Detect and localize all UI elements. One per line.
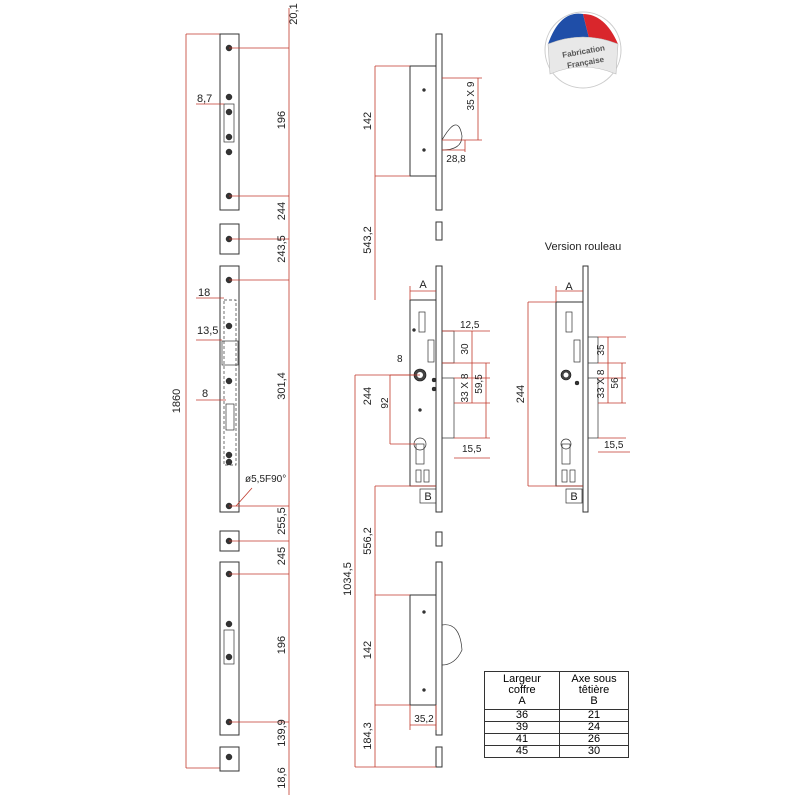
dim-92: 92 — [380, 397, 391, 409]
dim-196-bottom: 196 — [276, 636, 288, 654]
left-strike-plates: 1860 — [171, 3, 300, 795]
dim-244: 244 — [276, 202, 288, 220]
header-b-line2: têtière — [578, 684, 610, 696]
dim-301-4: 301,4 — [276, 372, 288, 400]
rouleau-dim-56: 56 — [610, 377, 621, 389]
rouleau-dim-244: 244 — [515, 385, 527, 403]
table-row: 45 30 — [484, 745, 629, 758]
cell-b: 24 — [559, 721, 629, 734]
table-row: 41 26 — [484, 733, 629, 746]
dim-139-9: 139,9 — [276, 719, 288, 747]
version-rouleau-drawing: Version rouleau A B 35 244 33 X 8 — [515, 241, 630, 513]
cell-b: 26 — [559, 733, 629, 746]
header-a-line3: A — [518, 695, 526, 707]
dim-18-6: 18,6 — [276, 767, 288, 788]
cell-b: 21 — [559, 709, 629, 722]
cell-a: 36 — [484, 709, 560, 722]
header-a-line1: Largeur — [503, 673, 541, 685]
dim-1034-5: 1034,5 — [342, 562, 354, 596]
rouleau-label-a: A — [565, 281, 573, 293]
dim-244-mid: 244 — [362, 387, 374, 405]
dim-overall: 1860 — [171, 389, 183, 413]
callout-8: 8 — [202, 388, 208, 400]
dim-543-2: 543,2 — [362, 226, 374, 254]
dim-184-3: 184,3 — [362, 722, 374, 750]
rouleau-dim-15-5: 15,5 — [604, 440, 624, 451]
rouleau-dim-35: 35 — [596, 344, 607, 356]
dim-12-5: 12,5 — [460, 320, 480, 331]
dim-35x9: 35 X 9 — [466, 81, 477, 110]
callout-18: 18 — [198, 287, 210, 299]
callout-8-7: 8,7 — [197, 93, 212, 105]
label-a: A — [419, 279, 427, 291]
dim-142-top: 142 — [362, 112, 374, 130]
header-largeur-coffre: Largeur coffre A — [484, 671, 560, 710]
callout-13-5: 13,5 — [197, 325, 218, 337]
header-b-line3: B — [590, 695, 598, 707]
dim-243-5: 243,5 — [276, 235, 288, 263]
dim-15-5: 15,5 — [462, 444, 482, 455]
dim-255-5: 255,5 — [276, 507, 288, 535]
dim-8: 8 — [397, 354, 403, 365]
middle-lock-drawing: 142 543,2 35 X 9 28,8 — [342, 33, 490, 768]
spec-table: Largeur coffre A Axe sous têtière B 36 2… — [484, 671, 629, 758]
cell-b: 30 — [559, 745, 629, 758]
dim-59-5: 59,5 — [474, 374, 485, 394]
fabrication-francaise-badge: Fabrication Française — [544, 11, 622, 89]
table-row: 36 21 — [484, 709, 629, 722]
header-axe-sous-tetiere: Axe sous têtière B — [559, 671, 629, 710]
cell-a: 41 — [484, 733, 560, 746]
dim-556-2: 556,2 — [362, 527, 374, 555]
dim-196-top: 196 — [276, 111, 288, 129]
cell-a: 39 — [484, 721, 560, 734]
dim-30: 30 — [460, 343, 471, 355]
header-b-line1: Axe sous — [571, 673, 617, 685]
label-b: B — [424, 491, 431, 503]
dim-35-2: 35,2 — [414, 714, 434, 725]
cell-a: 45 — [484, 745, 560, 758]
dim-33x8: 33 X 8 — [460, 373, 471, 402]
header-a-line2: coffre — [508, 684, 536, 696]
version-rouleau-title: Version rouleau — [545, 241, 621, 253]
table-row: 39 24 — [484, 721, 629, 734]
dim-28-8: 28,8 — [446, 154, 466, 165]
rouleau-dim-33x8: 33 X 8 — [596, 369, 607, 398]
rouleau-label-b: B — [570, 491, 577, 503]
dim-20-1: 20,1 — [288, 3, 300, 24]
spec-table-header: Largeur coffre A Axe sous têtière B — [484, 671, 629, 710]
callout-diameter: ø5,5F90° — [245, 474, 286, 485]
dim-142-bottom: 142 — [362, 641, 374, 659]
dim-245: 245 — [276, 547, 288, 565]
